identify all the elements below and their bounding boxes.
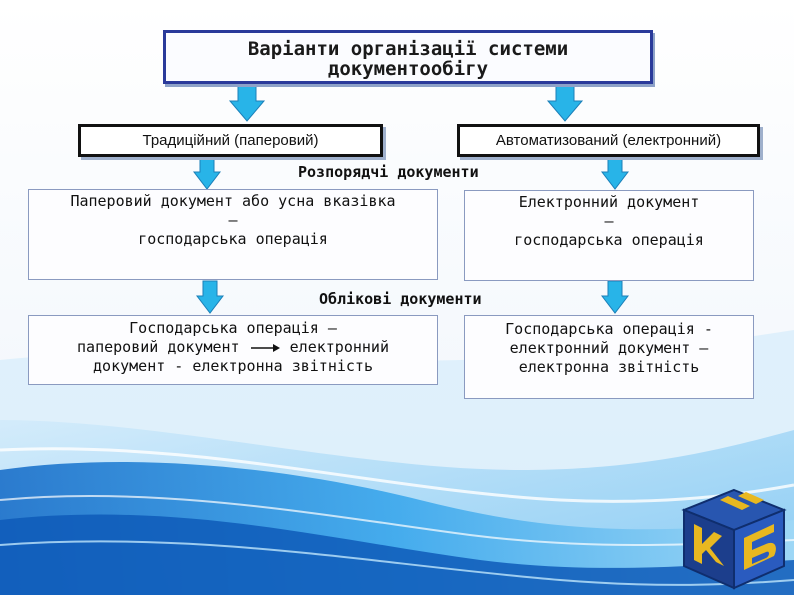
admin-paper-line-1: Паперовий документ або усна вказівка: [70, 192, 396, 210]
arrow-right-to-admin: [600, 156, 630, 190]
admin-electronic-line-3: господарська операція: [514, 231, 704, 249]
admin-electronic-line-1: Електронний документ: [518, 193, 700, 211]
section-accounting-documents: Облікові документи: [319, 290, 482, 308]
acct-electronic-line-1: Господарська операція -: [505, 320, 713, 338]
admin-paper-line-2: –: [228, 211, 238, 229]
cube-logo-icon: [681, 488, 787, 590]
acct-electronic-line-2: електронний документ –: [509, 339, 709, 357]
arrow-title-to-left: [228, 82, 266, 122]
acct-paper-line-1: Господарська операція –: [129, 319, 337, 337]
arrow-title-to-right: [546, 82, 584, 122]
diagram-title: Варіанти організації системи документооб…: [163, 30, 653, 84]
admin-paper-line-3: господарська операція: [138, 230, 328, 248]
acct-paper-line-2-left: паперовий документ: [77, 338, 240, 356]
admin-paper-box: Паперовий документ або усна вказівка – г…: [28, 189, 438, 280]
branch-traditional: Традиційний (паперовий): [78, 124, 383, 157]
title-line-2: документообігу: [327, 58, 489, 80]
acct-electronic-box: Господарська операція - електронний доку…: [464, 315, 754, 399]
branch-automated: Автоматизований (електронний): [457, 124, 760, 157]
section-administrative-documents: Розпорядчі документи: [298, 163, 479, 181]
acct-paper-line-2-right: електронний: [289, 338, 389, 356]
arrow-admin-to-acct-left: [195, 280, 225, 314]
acct-paper-line-3: документ - електронна звітність: [93, 357, 373, 375]
acct-paper-line-2: паперовий документ електронний: [29, 338, 437, 357]
admin-electronic-line-2: –: [604, 212, 614, 230]
title-line-1: Варіанти організації системи: [247, 38, 569, 60]
arrow-left-to-admin: [192, 156, 222, 190]
acct-paper-box: Господарська операція – паперовий докуме…: [28, 315, 438, 385]
admin-electronic-box: Електронний документ – господарська опер…: [464, 190, 754, 281]
acct-electronic-line-3: електронна звітність: [518, 358, 700, 376]
right-arrow-icon: [250, 343, 280, 352]
arrow-admin-to-acct-right: [600, 280, 630, 314]
